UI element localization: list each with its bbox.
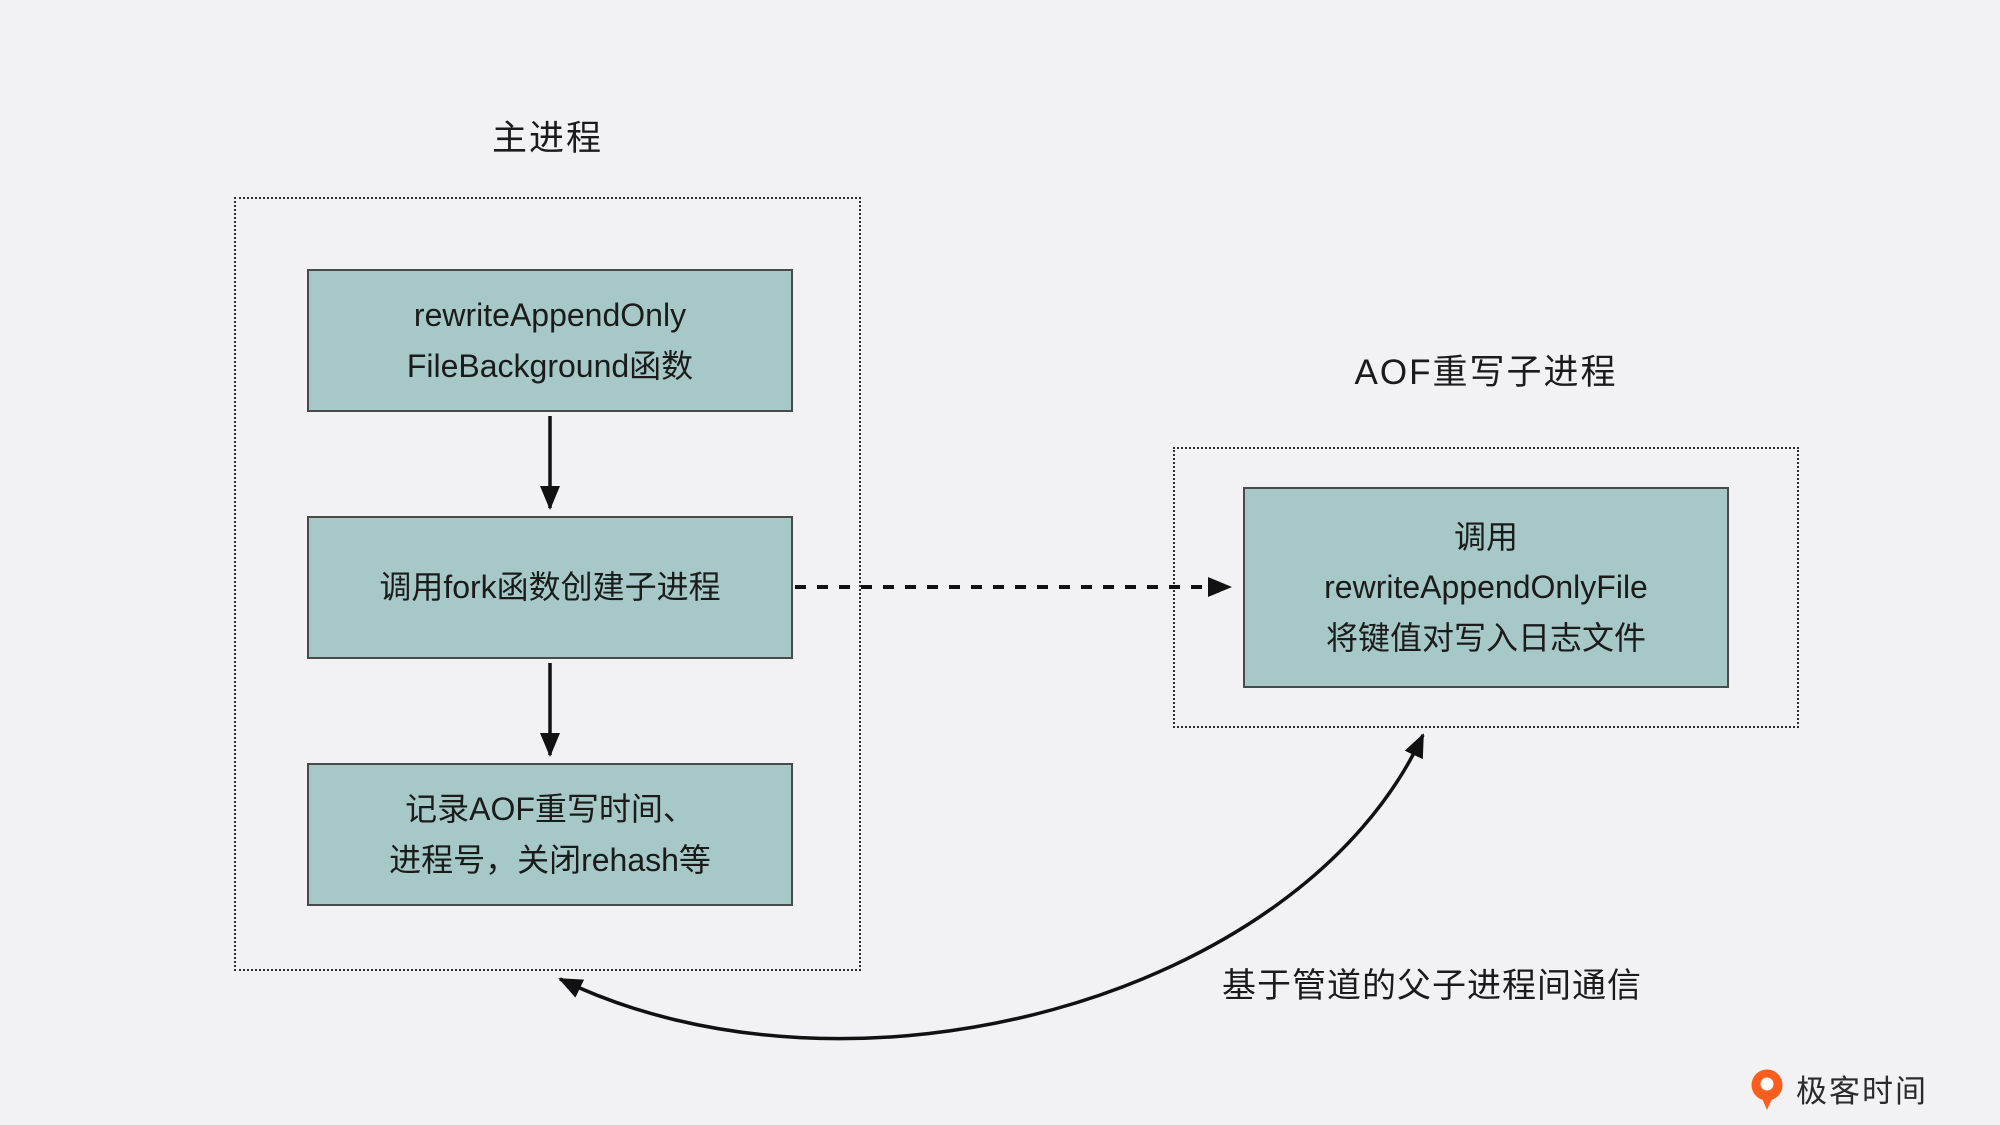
node-text-line: rewriteAppendOnlyFile <box>1324 569 1648 606</box>
node-rewrite-append-only-file: 调用 rewriteAppendOnlyFile 将键值对写入日志文件 <box>1243 487 1729 688</box>
geektime-branding: 极客时间 <box>1748 1066 1928 1111</box>
pipe-communication-label: 基于管道的父子进程间通信 <box>1222 967 1642 1005</box>
node-record-aof-state: 记录AOF重写时间、 进程号，关闭rehash等 <box>307 763 793 906</box>
node-text-line: 调用 <box>1453 518 1518 555</box>
node-text-line: 进程号，关闭rehash等 <box>389 841 711 878</box>
geektime-logo-text: 极客时间 <box>1796 1074 1928 1109</box>
node-text-line: 将键值对写入日志文件 <box>1325 619 1646 656</box>
geektime-logo-icon <box>1751 1069 1783 1110</box>
node-fork-create-child: 调用fork函数创建子进程 <box>307 516 793 659</box>
child-process-title: AOF重写子进程 <box>1354 353 1618 392</box>
node-rewrite-background-func: rewriteAppendOnly FileBackground函数 <box>307 269 793 412</box>
node-text-line: FileBackground函数 <box>406 347 694 384</box>
main-process-container <box>234 197 861 971</box>
main-process-title: 主进程 <box>491 119 603 158</box>
node-text-line: 记录AOF重写时间、 <box>405 790 695 827</box>
node-text-line: rewriteAppendOnly <box>413 296 687 333</box>
node-text-line: 调用fork函数创建子进程 <box>379 569 721 606</box>
